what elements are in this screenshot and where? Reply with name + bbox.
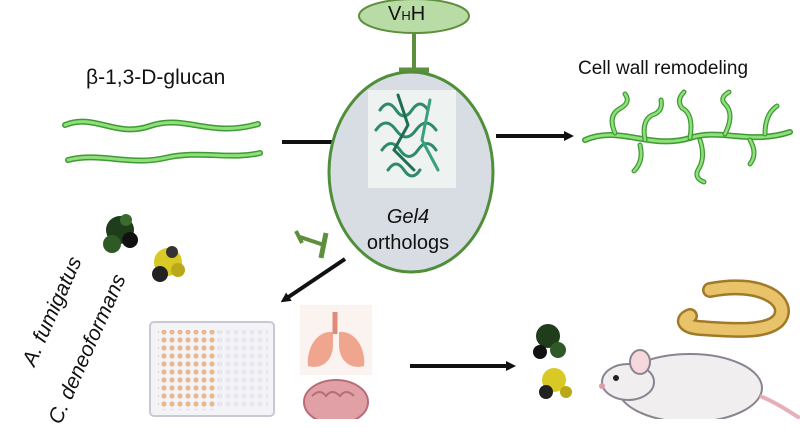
brain-icon xyxy=(303,379,369,419)
vhh-label: VHH xyxy=(388,3,426,25)
glucan-strands-icon xyxy=(62,118,263,164)
enzyme-gene-label: Gel4 xyxy=(386,206,430,228)
fungus-cluster-icon xyxy=(533,324,572,399)
assay-arrow xyxy=(280,257,347,303)
product-label: Cell wall remodeling xyxy=(578,58,749,79)
side-inhibition-line xyxy=(299,235,325,247)
side-inhibition-bar xyxy=(318,232,329,259)
side-inhibition-cap xyxy=(294,230,304,244)
well-plate-icon xyxy=(149,321,275,417)
substrate-label: β-1,3-D-glucan xyxy=(86,66,226,89)
fungus-cluster-icon xyxy=(103,214,185,282)
protein-structure-icon xyxy=(368,90,456,188)
diagram-canvas xyxy=(62,0,800,419)
worm-icon xyxy=(677,279,790,338)
enzyme-suffix-label: orthologs xyxy=(366,232,450,254)
mouse-icon xyxy=(599,349,800,419)
branched-glucan-icon xyxy=(582,89,793,185)
lungs-icon xyxy=(300,305,372,375)
